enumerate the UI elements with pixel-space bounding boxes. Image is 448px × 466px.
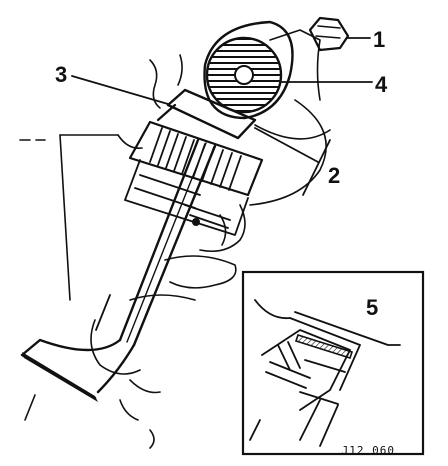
adjusting-disc-cap	[308, 16, 350, 52]
camshaft-lobe	[203, 20, 294, 120]
callout-3: 3	[55, 62, 67, 87]
valve-and-spring-assembly	[20, 88, 264, 402]
callout-2: 2	[328, 163, 340, 188]
callout-5: 5	[366, 295, 378, 320]
cylinder-head-casting	[19, 29, 331, 449]
callout-1: 1	[373, 27, 385, 52]
inset-detail: J12 060	[241, 270, 425, 457]
figure-id: J12 060	[342, 444, 395, 457]
callout-4: 4	[375, 72, 388, 97]
